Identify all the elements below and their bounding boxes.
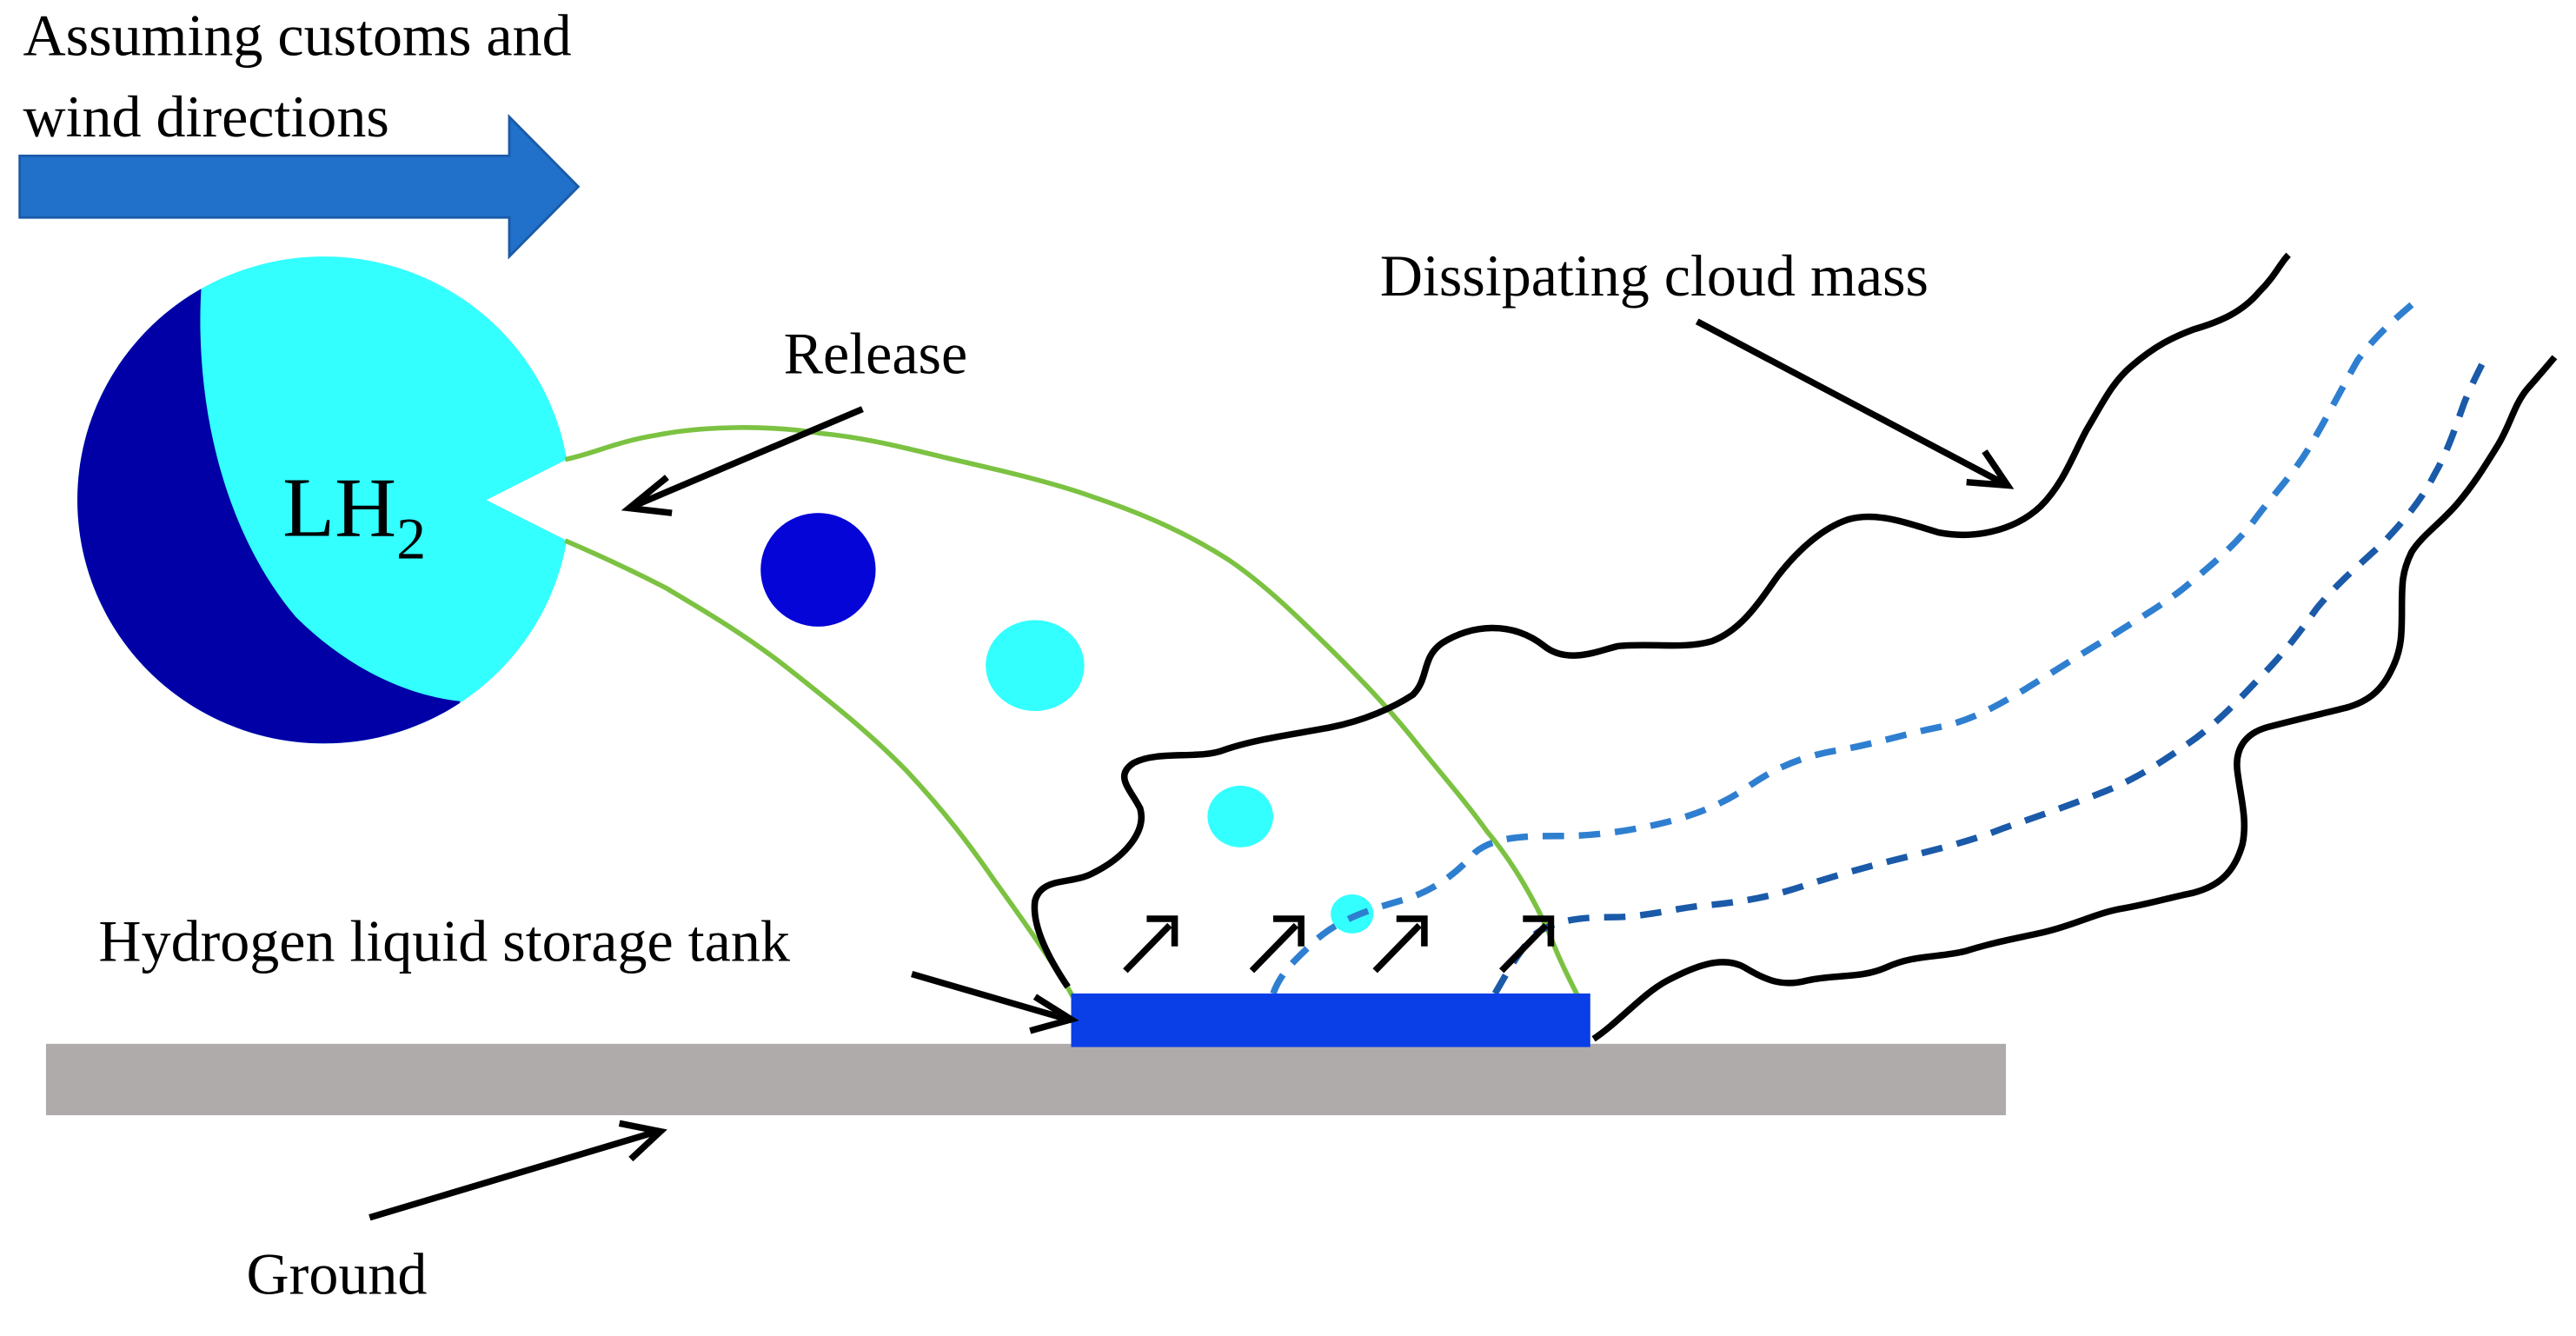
lh2-sphere-shadow: [77, 259, 461, 744]
dispersion-dashed-dark: [1491, 358, 2487, 995]
droplet-dark: [760, 513, 876, 627]
wind-label-line2: wind directions: [23, 84, 388, 150]
dispersion-dashed-light: [1270, 299, 2418, 995]
storage-tank: [1071, 993, 1590, 1047]
ground-bar: [45, 1043, 2007, 1116]
evaporation-arrow: [1249, 915, 1305, 974]
evaporation-arrow: [1499, 915, 1555, 974]
cloud-label: Dissipating cloud mass: [1380, 243, 1929, 309]
cloud-outline-lower: [1591, 355, 2558, 1042]
lh2-sphere: LH2: [77, 256, 568, 744]
droplet-light-large: [986, 620, 1085, 711]
wind-direction-arrow: [18, 114, 581, 260]
droplet-light-medium: [1207, 785, 1273, 847]
cloud-outline-upper: [1031, 252, 2291, 989]
wind-label-line1: Assuming customs and: [23, 3, 571, 69]
release-leader-arrow: [621, 406, 864, 516]
ground-leader-arrow: [368, 1120, 667, 1221]
lh2-label: LH2: [282, 462, 426, 572]
evaporation-arrows: [1123, 915, 1555, 974]
release-plume-upper: [564, 425, 1583, 1003]
release-plume-lower: [564, 538, 1075, 998]
release-label: Release: [784, 322, 968, 387]
ground-label: Ground: [247, 1242, 428, 1307]
tank-leader-arrow: [911, 970, 1079, 1034]
evaporation-arrow: [1123, 915, 1178, 974]
tank-label: Hydrogen liquid storage tank: [98, 909, 790, 974]
cloud-leader-arrow: [1695, 318, 2015, 489]
evaporation-arrow: [1372, 915, 1428, 974]
